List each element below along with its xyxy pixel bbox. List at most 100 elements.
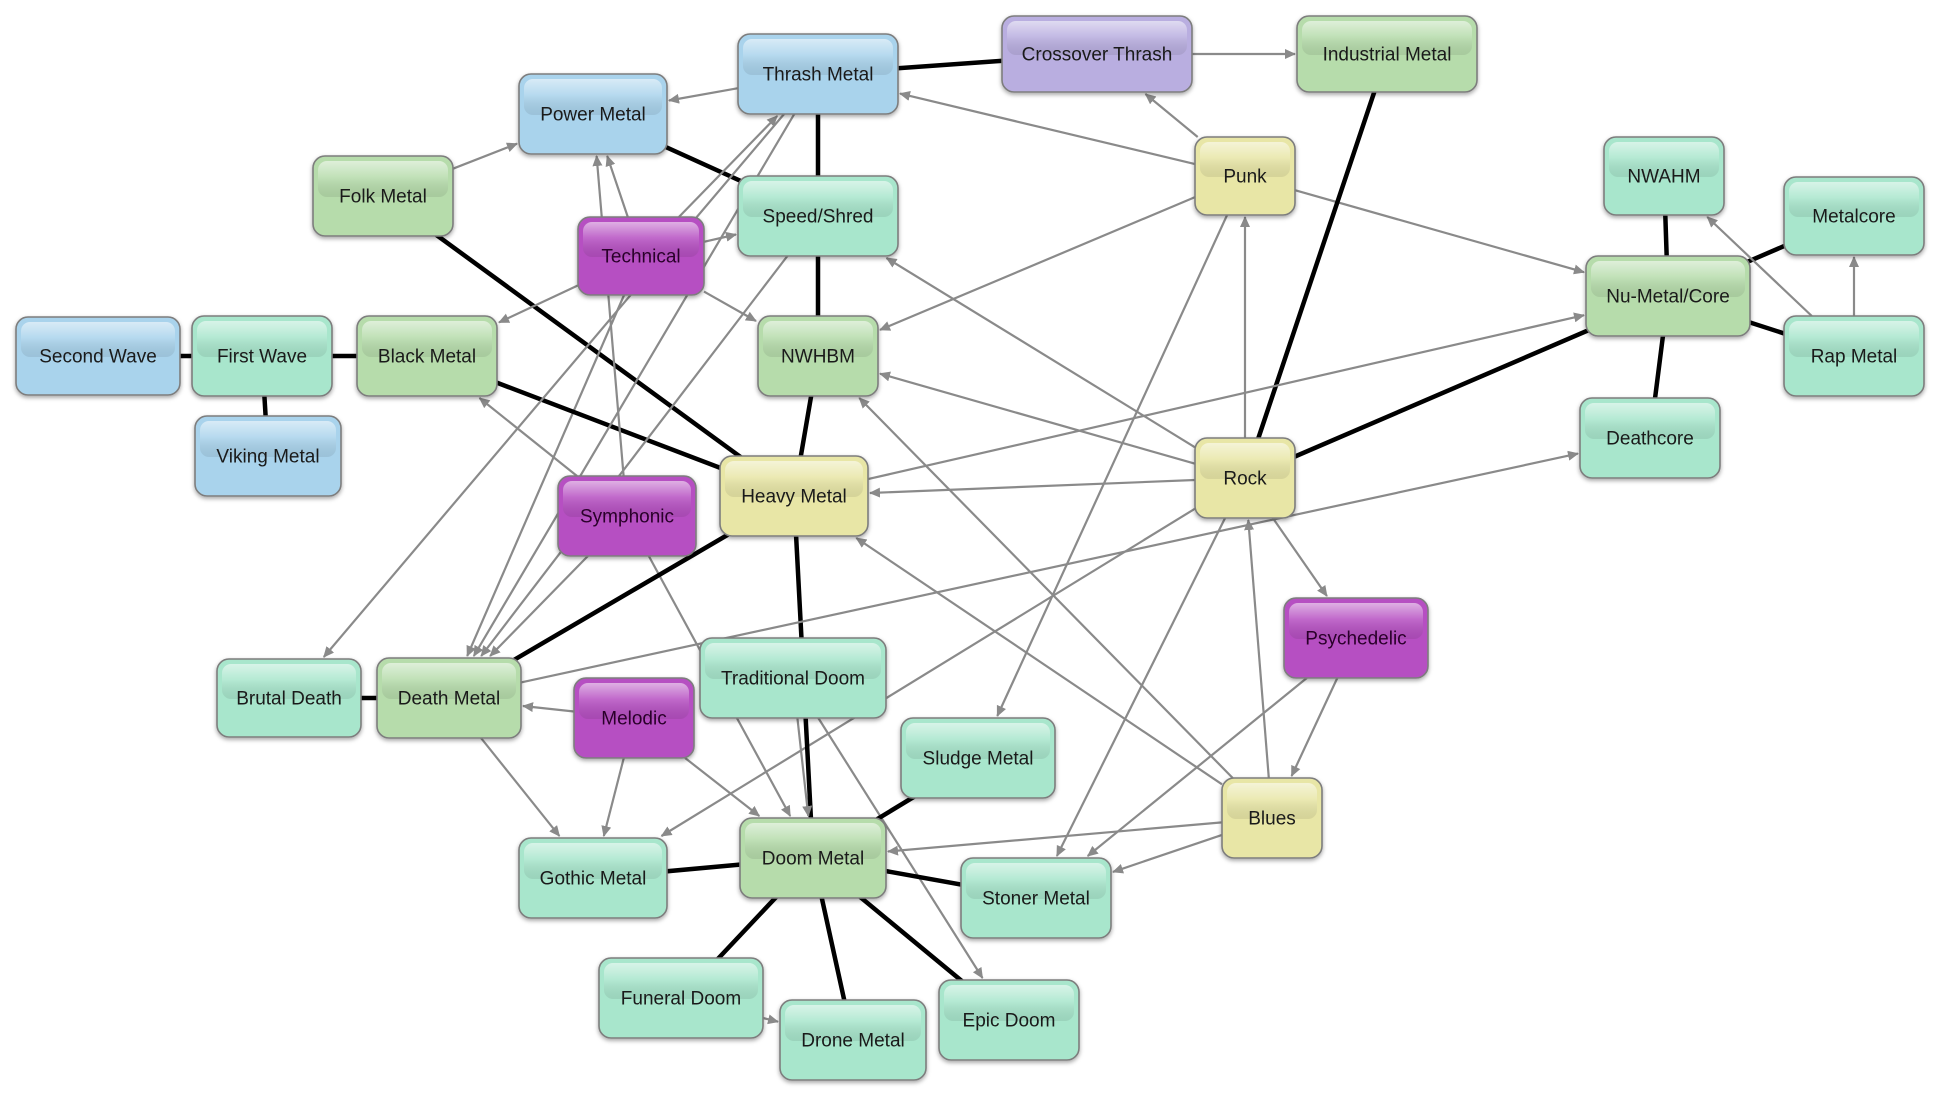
node-technical: Technical [577, 216, 705, 296]
edge-punk-thrash [899, 91, 1196, 166]
node-gloss-melodic [579, 683, 689, 719]
edge-rock-heavy [869, 478, 1196, 498]
node-funeral: Funeral Doom [598, 957, 764, 1039]
node-rock: Rock [1194, 437, 1296, 519]
edge-funeral-drone [762, 1014, 779, 1025]
node-label-folk: Folk Metal [339, 187, 427, 208]
node-gloss-industrial [1302, 21, 1472, 55]
node-black: Black Metal [356, 315, 498, 397]
node-label-metalcore: Metalcore [1812, 207, 1895, 228]
node-gloss-stoner [966, 863, 1106, 899]
node-tradoom: Traditional Doom [699, 637, 887, 719]
edge-technical-thrash [678, 115, 778, 218]
edge-technical-power [605, 155, 629, 218]
node-nwahm: NWAHM [1603, 136, 1725, 216]
edge-blues-heavy [855, 537, 1223, 786]
node-gloss-rock [1200, 443, 1290, 479]
edge-symphonic-black [478, 397, 578, 477]
node-label-sludge: Sludge Metal [923, 749, 1034, 770]
edge-tradoom-doom [796, 717, 813, 817]
node-gloss-epic [944, 985, 1074, 1021]
node-speed: Speed/Shred [737, 175, 899, 257]
edge-punk-crossover [1144, 93, 1199, 138]
edge-death-gothic [480, 737, 561, 837]
edge-rock-psychedelic [1271, 517, 1328, 597]
node-label-death: Death Metal [398, 689, 500, 710]
edge-technical-black [498, 284, 579, 324]
node-melodic: Melodic [573, 677, 695, 759]
node-gloss-sludge [906, 723, 1050, 759]
node-second: Second Wave [15, 316, 181, 396]
node-gloss-symphonic [563, 481, 691, 517]
node-gloss-funeral [604, 963, 758, 999]
node-symphonic: Symphonic [557, 475, 697, 557]
node-deathcore: Deathcore [1579, 397, 1721, 479]
node-nwhbm: NWHBM [757, 315, 879, 397]
node-psychedelic: Psychedelic [1283, 597, 1429, 679]
node-gloss-thrash [743, 39, 893, 75]
edge-symphonic-power [592, 155, 625, 477]
node-label-nwahm: NWAHM [1627, 167, 1700, 188]
node-label-doom: Doom Metal [762, 849, 864, 870]
node-label-crossover: Crossover Thrash [1022, 45, 1173, 66]
node-label-speed: Speed/Shred [763, 207, 874, 228]
node-drone: Drone Metal [779, 999, 927, 1081]
node-blues: Blues [1221, 777, 1323, 859]
node-gloss-tradoom [705, 643, 881, 679]
edge-melodic-gothic [601, 757, 625, 837]
edge-melodic-doom [684, 757, 761, 817]
node-label-industrial: Industrial Metal [1323, 45, 1452, 66]
edge-blues-nwhbm [858, 397, 1234, 779]
edge-blues-rock [1244, 519, 1270, 779]
edge-folk-power [452, 142, 518, 170]
node-gloss-nwahm [1609, 142, 1719, 177]
node-gloss-viking [200, 421, 336, 457]
node-label-gothic: Gothic Metal [540, 869, 647, 890]
edge-blues-doom [887, 821, 1223, 856]
node-gloss-power [524, 79, 662, 115]
node-gloss-black [362, 321, 492, 357]
node-label-first: First Wave [217, 347, 307, 368]
node-label-second: Second Wave [39, 347, 157, 368]
node-gloss-death [382, 663, 516, 699]
edge-melodic-death [522, 702, 575, 713]
node-gloss-punk [1200, 142, 1290, 177]
node-label-nwhbm: NWHBM [781, 347, 855, 368]
node-label-viking: Viking Metal [216, 447, 319, 468]
edge-symphonic-death [489, 555, 589, 657]
node-gloss-drone [785, 1005, 921, 1041]
node-label-epic: Epic Doom [963, 1011, 1056, 1032]
node-death: Death Metal [376, 657, 522, 739]
node-gloss-first [197, 321, 327, 357]
edge-psychedelic-stoner [1086, 677, 1308, 857]
node-gloss-psychedelic [1289, 603, 1423, 639]
node-gloss-brutal [222, 664, 356, 699]
node-crossover: Crossover Thrash [1001, 15, 1193, 93]
node-power: Power Metal [518, 73, 668, 155]
edge-rock-stoner [1055, 517, 1227, 857]
node-numetal: Nu-Metal/Core [1585, 255, 1751, 337]
node-punk: Punk [1194, 136, 1296, 216]
node-label-psychedelic: Psychedelic [1305, 629, 1406, 650]
edge-tradoom-epic [817, 717, 984, 979]
edge-speed-death [480, 255, 789, 657]
node-industrial: Industrial Metal [1296, 15, 1478, 93]
node-label-numetal: Nu-Metal/Core [1606, 287, 1730, 308]
edge-technical-nwhbm [703, 290, 757, 322]
node-gloss-doom [745, 823, 881, 859]
node-gloss-folk [318, 161, 448, 197]
node-label-technical: Technical [601, 247, 680, 268]
node-label-deathcore: Deathcore [1606, 429, 1694, 450]
node-label-power: Power Metal [540, 105, 646, 126]
node-stoner: Stoner Metal [960, 857, 1112, 939]
node-gloss-nwhbm [763, 321, 873, 357]
node-label-symphonic: Symphonic [580, 507, 674, 528]
node-label-melodic: Melodic [601, 709, 666, 730]
node-label-blues: Blues [1248, 809, 1296, 830]
node-gloss-crossover [1007, 21, 1187, 55]
node-sludge: Sludge Metal [900, 717, 1056, 799]
node-label-tradoom: Traditional Doom [721, 669, 865, 690]
node-gothic: Gothic Metal [518, 837, 668, 919]
node-thrash: Thrash Metal [737, 33, 899, 115]
